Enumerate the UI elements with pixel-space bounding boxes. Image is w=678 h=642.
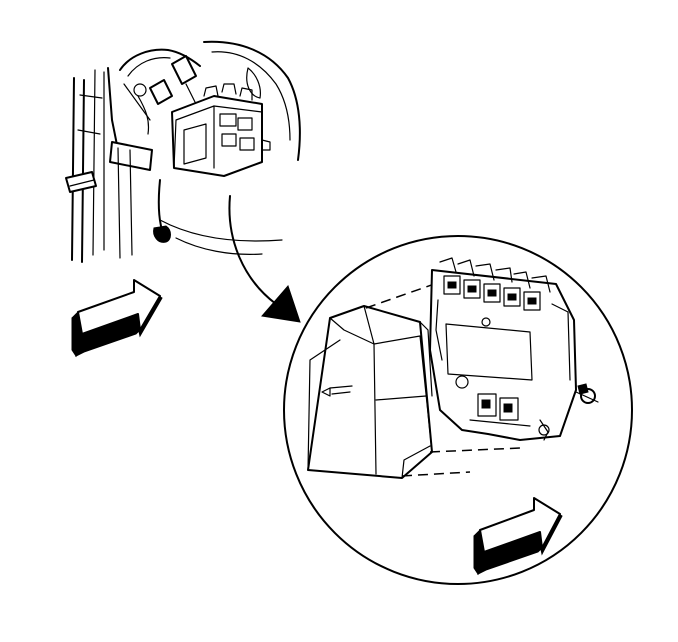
detail-view <box>283 235 633 585</box>
instrument-panel-outline <box>159 40 301 255</box>
fuse-block <box>429 257 577 441</box>
wiring-harness <box>119 48 201 135</box>
detail-callout-arrow-icon <box>228 195 301 323</box>
door-pillar <box>71 67 119 263</box>
vehicle-overview-illustration <box>65 40 301 263</box>
fuse-block-cover <box>307 305 433 479</box>
hanging-cable <box>153 179 171 243</box>
hinge-bracket <box>65 141 153 259</box>
fuse-block-installed <box>171 83 271 177</box>
mounting-bolt <box>575 383 599 404</box>
view-direction-arrow-icon <box>473 497 563 576</box>
view-direction-arrow-icon <box>71 279 163 358</box>
alignment-lines <box>365 281 521 477</box>
